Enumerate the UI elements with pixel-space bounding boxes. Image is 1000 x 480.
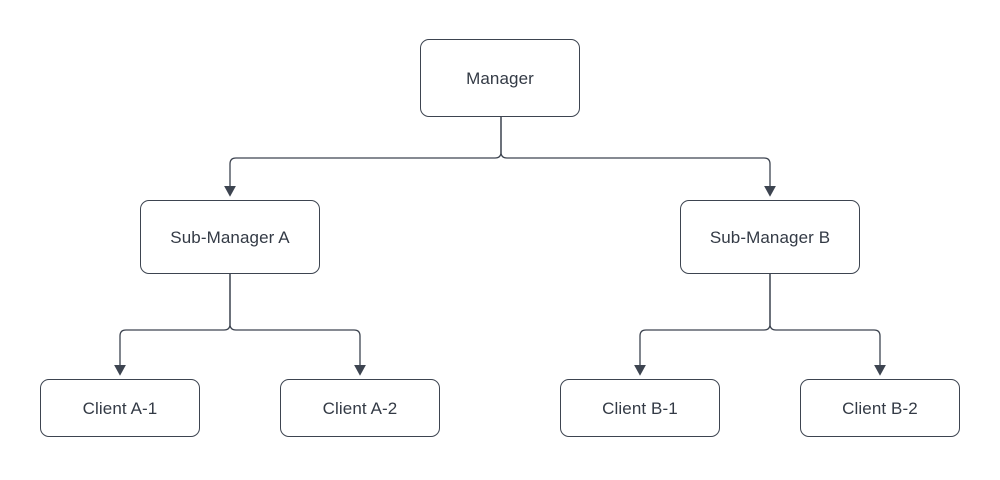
node-client-a1[interactable]: Client A-1 [40, 379, 200, 437]
node-sub-manager-a[interactable]: Sub-Manager A [140, 200, 320, 274]
edge-sub-manager-b-to-client-b1 [634, 274, 771, 376]
node-client-a1-label: Client A-1 [82, 398, 158, 418]
node-manager-label: Manager [466, 68, 534, 88]
node-client-b1-label: Client B-1 [602, 398, 678, 418]
node-sub-manager-a-label: Sub-Manager A [170, 227, 290, 247]
edge-manager-to-sub-manager-a [224, 117, 502, 197]
edge-sub-manager-a-to-client-a1 [114, 274, 231, 376]
node-sub-manager-b[interactable]: Sub-Manager B [680, 200, 860, 274]
edge-sub-manager-a-to-client-a2 [229, 274, 366, 376]
edge-sub-manager-b-to-client-b2 [769, 274, 886, 376]
node-client-b1[interactable]: Client B-1 [560, 379, 720, 437]
node-client-b2[interactable]: Client B-2 [800, 379, 960, 437]
edge-manager-to-sub-manager-b [500, 117, 776, 197]
node-manager[interactable]: Manager [420, 39, 580, 117]
node-client-a2[interactable]: Client A-2 [280, 379, 440, 437]
node-client-b2-label: Client B-2 [842, 398, 918, 418]
node-sub-manager-b-label: Sub-Manager B [709, 227, 831, 247]
node-client-a2-label: Client A-2 [322, 398, 398, 418]
